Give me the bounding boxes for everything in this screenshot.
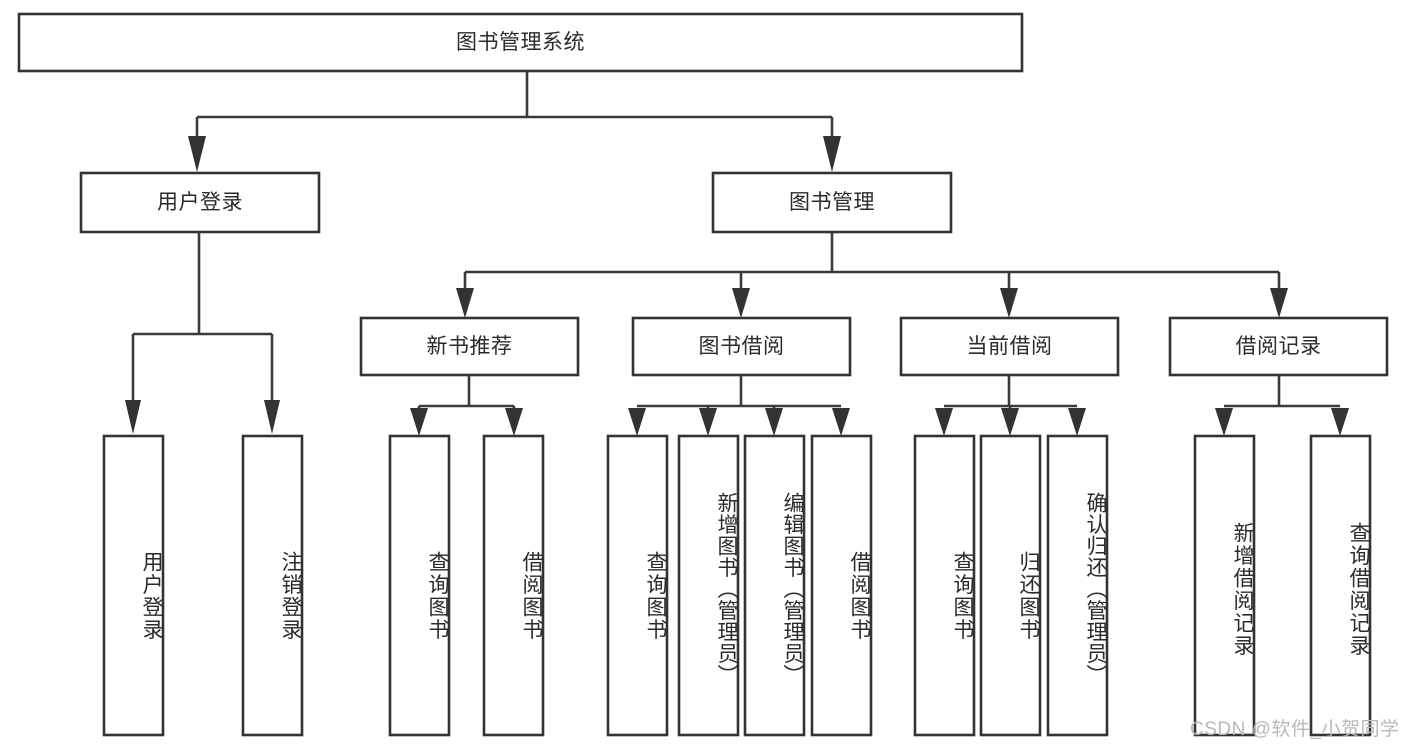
- arrow-head-current-borrow: [1000, 288, 1018, 318]
- arrow-head-book-borrow: [732, 288, 750, 318]
- node-box-borrow-record[interactable]: [1168, 316, 1389, 377]
- arrow-head-bb-child-3: [765, 408, 783, 436]
- node-box-leaf-add-record[interactable]: [1193, 434, 1256, 737]
- arrow-head-leaf-logout-login: [264, 400, 280, 434]
- node-box-leaf-borrow-book-1[interactable]: [482, 434, 545, 737]
- arrow-head-bb-child-4: [832, 408, 850, 436]
- arrow-head-book-manage: [823, 136, 841, 172]
- arrow-head-user-login: [188, 136, 206, 172]
- node-box-leaf-edit-book[interactable]: [743, 434, 806, 737]
- arrow-head-bb-child-2: [699, 408, 717, 436]
- arrow-head-borrow-record: [1270, 288, 1288, 318]
- arrow-head-cb-child-1: [935, 408, 953, 436]
- arrow-head-new-book-recommend: [456, 288, 474, 318]
- node-box-leaf-confirm-return[interactable]: [1046, 434, 1109, 737]
- node-box-leaf-query-book-3[interactable]: [913, 434, 976, 737]
- node-box-leaf-borrow-book-2[interactable]: [810, 434, 873, 737]
- arrow-head-nbr-child-1: [410, 408, 428, 436]
- node-box-title[interactable]: [17, 12, 1024, 73]
- node-box-leaf-query-record[interactable]: [1309, 434, 1372, 737]
- node-box-leaf-query-book-2[interactable]: [606, 434, 669, 737]
- arrow-head-br-child-2: [1331, 408, 1349, 436]
- arrow-head-leaf-user-login: [125, 400, 141, 434]
- node-box-book-borrow[interactable]: [631, 316, 852, 377]
- arrow-head-br-child-1: [1215, 408, 1233, 436]
- node-box-leaf-logout-login[interactable]: [241, 434, 304, 737]
- node-box-leaf-query-book-1[interactable]: [388, 434, 451, 737]
- node-box-leaf-user-login[interactable]: [102, 434, 165, 737]
- node-box-user-login[interactable]: [79, 171, 321, 234]
- csdn-watermark: CSDN @软件_小贺同学: [1190, 719, 1400, 740]
- arrow-head-cb-child-2: [1001, 408, 1019, 436]
- node-box-leaf-return-book[interactable]: [979, 434, 1042, 737]
- arrow-head-nbr-child-2: [505, 408, 523, 436]
- node-box-book-manage[interactable]: [711, 171, 953, 234]
- node-box-new-book-recommend[interactable]: [359, 316, 580, 377]
- node-box-leaf-add-book[interactable]: [677, 434, 740, 737]
- node-box-current-borrow[interactable]: [899, 316, 1120, 377]
- arrow-head-bb-child-1: [628, 408, 646, 436]
- arrow-head-cb-child-3: [1068, 408, 1086, 436]
